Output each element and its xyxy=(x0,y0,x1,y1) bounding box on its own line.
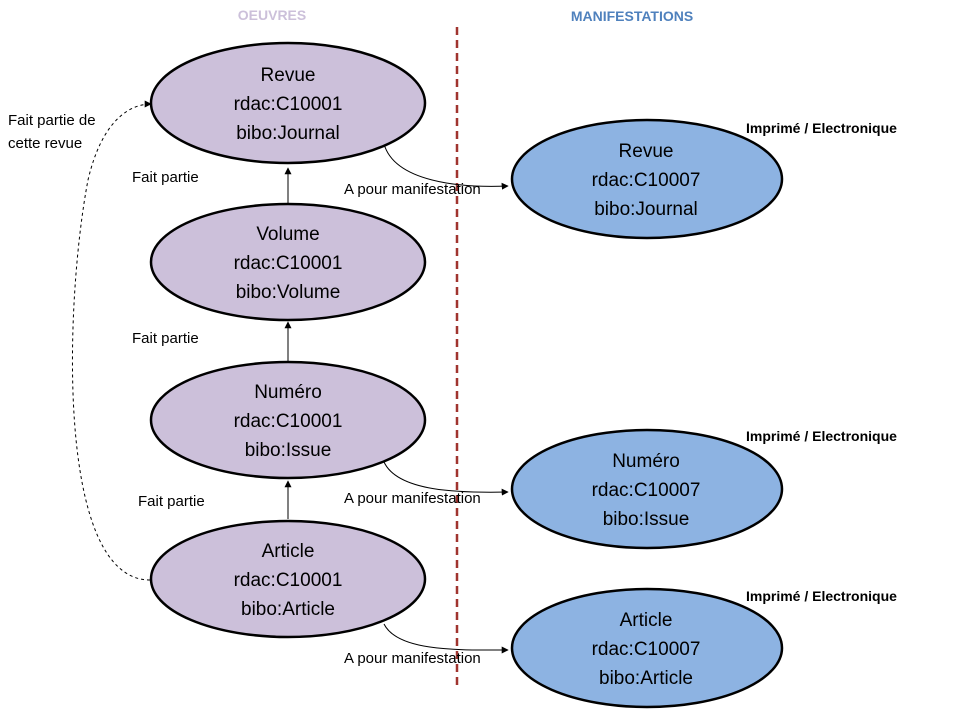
format-label-numero: Imprimé / Electronique xyxy=(746,428,897,444)
manifestation-node-revue: Revue rdac:C10007 bibo:Journal xyxy=(510,118,784,240)
node-title: Article xyxy=(620,610,673,631)
node-rdac: rdac:C10007 xyxy=(592,639,701,660)
edge-revue-manifestation xyxy=(383,143,509,190)
label-has-manifestation-2: A pour manifestation xyxy=(344,490,481,507)
node-rdac: rdac:C10001 xyxy=(234,253,343,274)
node-rdac: rdac:C10001 xyxy=(234,570,343,591)
node-rdac: rdac:C10007 xyxy=(592,480,701,501)
oeuvre-node-volume: Volume rdac:C10001 bibo:Volume xyxy=(149,202,427,322)
oeuvres-header: OEUVRES xyxy=(238,7,306,23)
node-bibo: bibo:Issue xyxy=(603,509,690,530)
manifestation-node-article: Article rdac:C10007 bibo:Article xyxy=(510,587,784,709)
node-rdac: rdac:C10007 xyxy=(592,170,701,191)
format-label-revue: Imprimé / Electronique xyxy=(746,120,897,136)
node-title: Revue xyxy=(619,141,674,162)
oeuvre-node-revue: Revue rdac:C10001 bibo:Journal xyxy=(149,41,427,165)
node-bibo: bibo:Article xyxy=(241,599,335,620)
label-part-of-2: Fait partie xyxy=(132,330,199,347)
node-rdac: rdac:C10001 xyxy=(234,411,343,432)
node-bibo: bibo:Journal xyxy=(236,123,340,144)
node-bibo: bibo:Article xyxy=(599,668,693,689)
node-bibo: bibo:Journal xyxy=(594,199,698,220)
label-revue-part-of: Fait partie de xyxy=(8,112,96,129)
node-title: Volume xyxy=(256,224,319,245)
node-bibo: bibo:Issue xyxy=(245,440,332,461)
label-part-of-1: Fait partie xyxy=(132,169,199,186)
node-title: Numéro xyxy=(254,382,322,403)
edge-article-manifestation xyxy=(383,623,509,654)
manifestation-node-numero: Numéro rdac:C10007 bibo:Issue xyxy=(510,428,784,550)
label-has-manifestation-3: A pour manifestation xyxy=(344,650,481,667)
oeuvre-node-article: Article rdac:C10001 bibo:Article xyxy=(149,519,427,639)
label-revue-part-of-line2: cette revue xyxy=(8,135,82,152)
node-bibo: bibo:Volume xyxy=(236,282,341,303)
format-label-article: Imprimé / Electronique xyxy=(746,588,897,604)
label-has-manifestation-1: A pour manifestation xyxy=(344,181,481,198)
oeuvre-node-numero: Numéro rdac:C10001 bibo:Issue xyxy=(149,360,427,480)
edge-article-to-revue xyxy=(71,100,152,581)
node-title: Numéro xyxy=(612,451,680,472)
manifestations-header: MANIFESTATIONS xyxy=(571,8,693,24)
node-title: Revue xyxy=(261,65,316,86)
node-title: Article xyxy=(262,541,315,562)
label-part-of-3: Fait partie xyxy=(138,493,205,510)
edge-numero-manifestation xyxy=(383,461,509,496)
node-rdac: rdac:C10001 xyxy=(234,94,343,115)
